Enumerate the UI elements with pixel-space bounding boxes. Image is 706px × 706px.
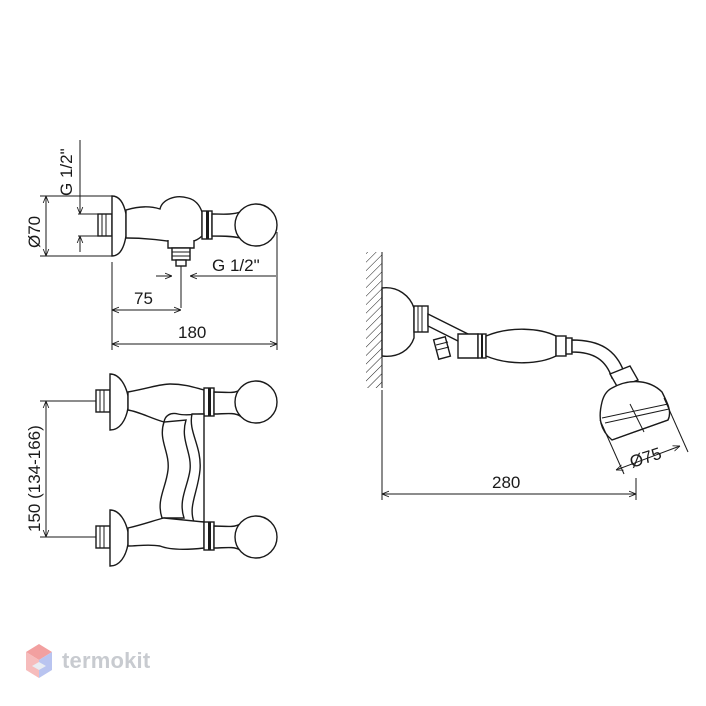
mixer-side-view [97,195,278,267]
handle-knob [234,203,278,247]
dimension-diameter-70: Ø70 [25,195,112,257]
hexagon-cube-icon [26,644,52,678]
dim-outlet-offset-label: 75 [134,289,153,308]
brand-name: termokit [62,648,151,673]
mixer-body [125,196,203,244]
dim-diameter-body-label: Ø70 [25,216,44,248]
dimension-280: 280 [381,390,637,500]
dimension-75: 75 [111,262,181,350]
inlet-thread [97,213,113,237]
mixer-front-view [95,373,278,567]
dim-center-distance-label: 150 (134-166) [25,425,44,532]
wall-bracket [381,287,415,357]
brand-logo: termokit [24,641,150,681]
dim-thread-outlet-label: G 1/2" [212,256,260,275]
shower-handle [485,328,557,364]
wall-hatch [366,252,382,388]
dimension-g12-outlet: G 1/2" [156,256,276,308]
dimension-150: 150 (134-166) [25,400,96,538]
hand-shower-view [366,252,671,441]
dimension-180: 180 [112,232,278,350]
dim-overall-length-label: 180 [178,323,206,342]
s-connector [159,419,191,519]
dim-shower-head-diameter-label: Ø75 [627,444,663,472]
dimension-g12-top: G 1/2" [57,140,112,252]
dim-shower-reach-label: 280 [492,473,520,492]
dim-thread-top-label: G 1/2" [57,148,76,196]
wall-flange [111,195,127,257]
